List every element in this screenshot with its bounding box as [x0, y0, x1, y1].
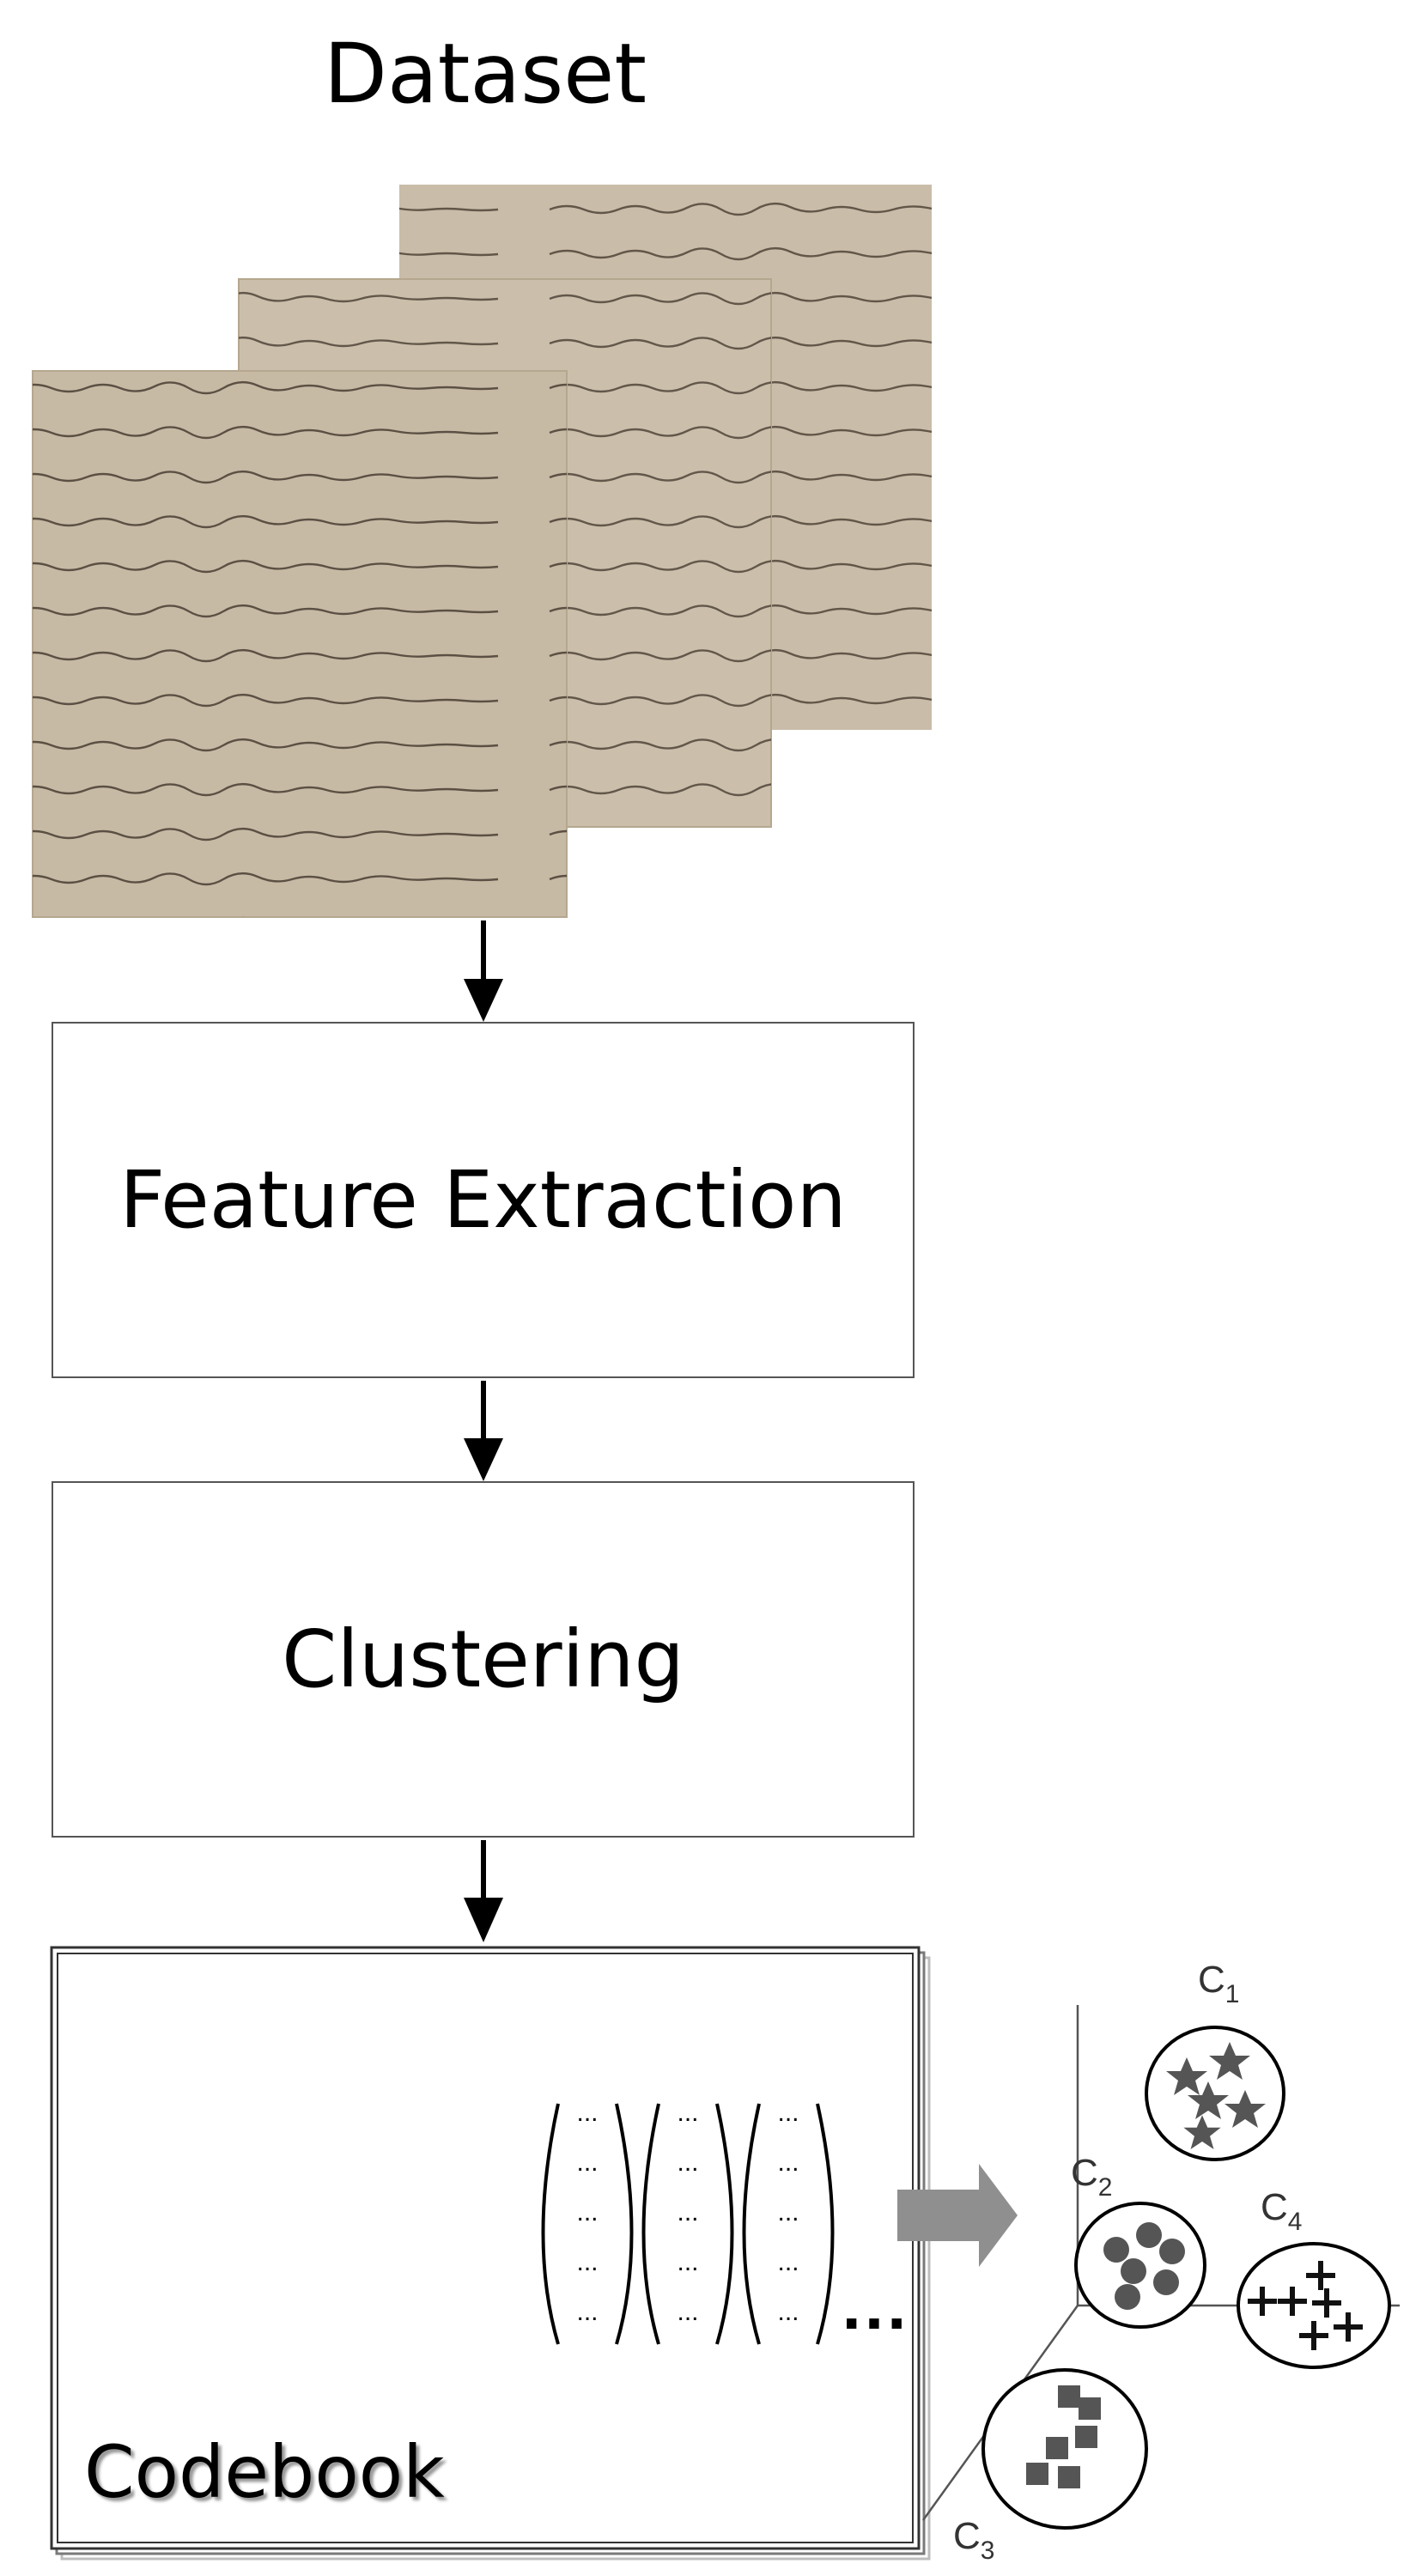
cluster-c4-label: C [1261, 2186, 1288, 2228]
cluster-c3: C3 [953, 2368, 1148, 2565]
vector-cell: ... [576, 2248, 598, 2276]
svg-text:C2: C2 [1071, 2152, 1112, 2202]
codebook-continuation: ... [842, 2267, 910, 2343]
codebook-vector: ... ... ... ... ... [541, 2099, 634, 2345]
cluster-c3-subscript: 3 [981, 2537, 995, 2565]
cluster-c1-subscript: 1 [1225, 1980, 1240, 2008]
cluster-c4-subscript: 4 [1288, 2208, 1303, 2236]
vector-cell: ... [576, 2099, 598, 2127]
svg-text:C3: C3 [953, 2515, 994, 2565]
vector-cell: ... [777, 2099, 799, 2127]
vector-cell: ... [777, 2248, 799, 2276]
cluster-c1: C1 [1145, 1959, 1285, 2161]
clustering-box: Clustering [52, 1481, 915, 1838]
cluster-c2: C2 [1071, 2152, 1206, 2329]
vector-cell: ... [777, 2298, 799, 2326]
codebook-vector: ... ... ... ... ... [641, 2099, 734, 2345]
svg-text:C1: C1 [1198, 1959, 1239, 2008]
codebook-label: Codebook [84, 2430, 445, 2514]
vector-cell: ... [677, 2248, 698, 2276]
document-page-front [32, 370, 568, 918]
cluster-c4: C4 [1237, 2186, 1391, 2369]
codebook-vector: ... ... ... ... ... [742, 2099, 835, 2345]
down-arrow-icon [464, 1381, 503, 1481]
down-arrow-icon [464, 920, 503, 1022]
vector-cell: ... [677, 2148, 698, 2177]
cluster-c1-label: C [1198, 1959, 1225, 2001]
vector-cell: ... [777, 2148, 799, 2177]
vector-cell: ... [677, 2099, 698, 2127]
vector-cell: ... [677, 2198, 698, 2227]
cluster-c2-label: C [1071, 2152, 1098, 2194]
vector-cell: ... [777, 2198, 799, 2227]
vector-cell: ... [576, 2298, 598, 2326]
cluster-c2-subscript: 2 [1098, 2173, 1113, 2202]
vector-cell: ... [677, 2298, 698, 2326]
right-arrow-icon [897, 2164, 1018, 2267]
svg-text:C4: C4 [1261, 2186, 1302, 2236]
cluster-c3-label: C [953, 2515, 981, 2557]
vector-cell: ... [576, 2198, 598, 2227]
clustering-label: Clustering [282, 1613, 684, 1705]
down-arrow-icon [464, 1840, 503, 1942]
vector-cell: ... [576, 2148, 598, 2177]
dataset-title: Dataset [324, 26, 647, 122]
feature-extraction-box: Feature Extraction [52, 1022, 915, 1378]
feature-extraction-label: Feature Extraction [119, 1154, 847, 1246]
